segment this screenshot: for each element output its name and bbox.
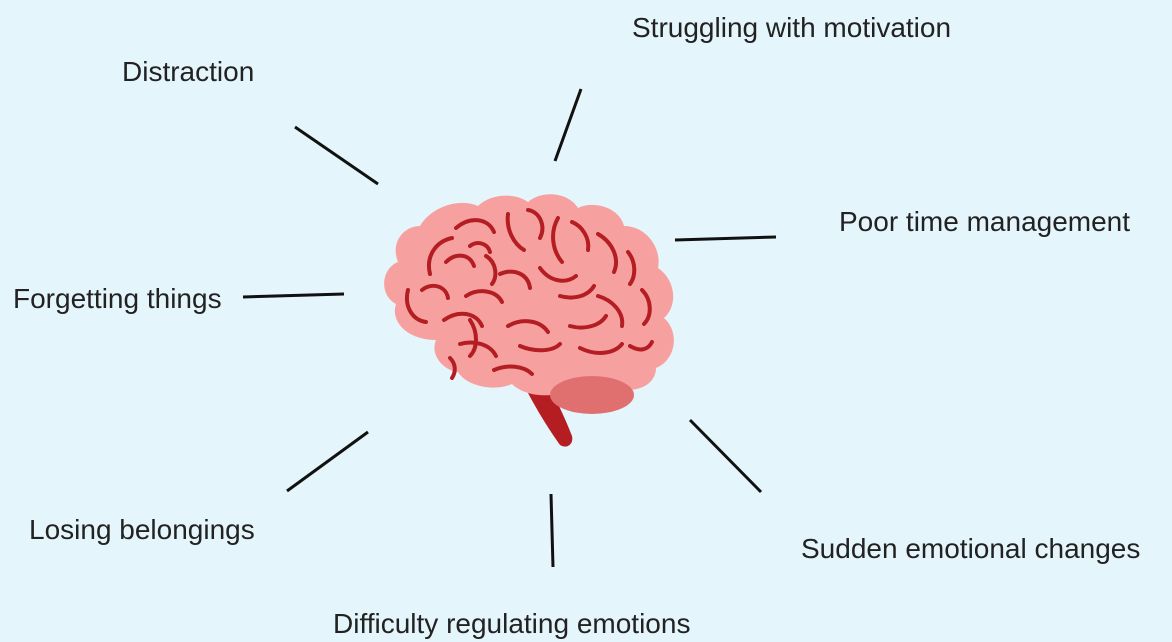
brain-icon <box>384 194 674 446</box>
connector-motivation <box>555 89 581 161</box>
connector-time-management <box>675 237 776 240</box>
label-difficulty-regulating-emotions: Difficulty regulating emotions <box>333 607 690 641</box>
connector-losing <box>287 432 368 491</box>
label-struggling-with-motivation: Struggling with motivation <box>632 11 951 45</box>
connector-distraction <box>295 127 378 184</box>
cerebrum <box>384 194 674 396</box>
cerebellum <box>550 376 634 414</box>
label-forgetting-things: Forgetting things <box>13 282 222 316</box>
label-distraction: Distraction <box>122 55 254 89</box>
connector-sudden <box>690 420 761 492</box>
label-losing-belongings: Losing belongings <box>29 513 255 547</box>
connector-forgetting <box>243 294 344 297</box>
label-poor-time-management: Poor time management <box>839 205 1130 239</box>
label-sudden-emotional-changes: Sudden emotional changes <box>801 532 1140 566</box>
connector-difficulty <box>551 494 553 567</box>
